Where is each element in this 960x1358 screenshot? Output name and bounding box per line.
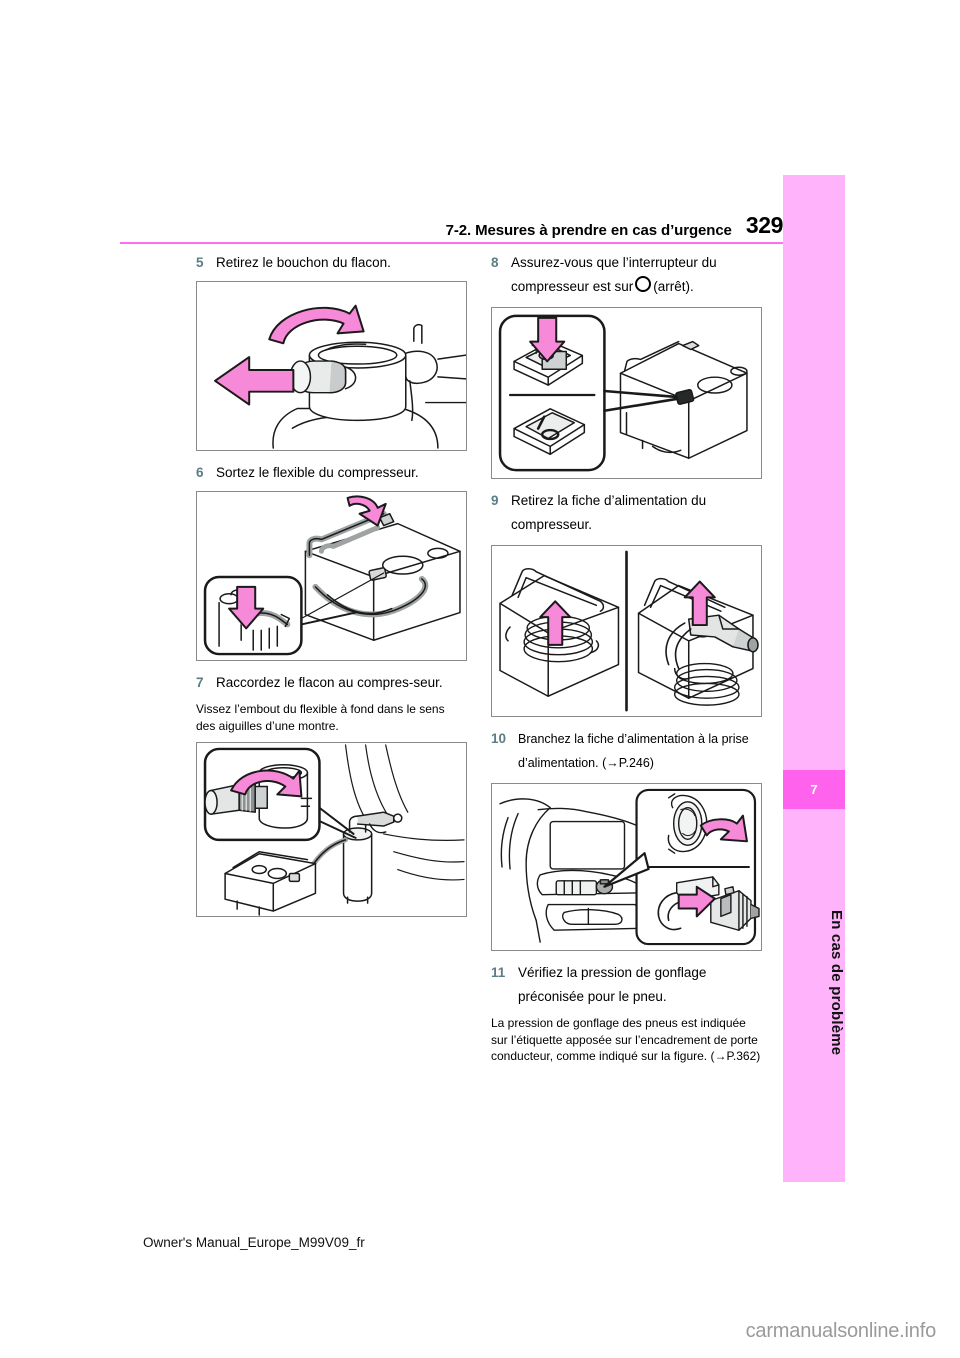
screw-rotate-arrow-icon [230, 769, 303, 798]
step-text: Vérifiez la pression de gonflage préconi… [518, 965, 707, 1004]
step-number: 11 [491, 965, 506, 980]
step-text: Branchez la fiche d’alimentation à la pr… [518, 732, 749, 770]
chapter-tab: 7 [783, 770, 845, 809]
section-title: 7-2. Mesures à prendre en cas d’urgence [445, 222, 732, 239]
figure-bottle-to-compressor-connection [196, 742, 467, 917]
step-6: 6 Sortez le flexible du compresseur. [196, 461, 467, 485]
step-5: 5 Retirez le bouchon du flacon. [196, 251, 467, 275]
step-8: 8 Assurez-vous que l’interrupteur du com… [491, 251, 762, 299]
chapter-number: 7 [810, 782, 818, 797]
figure-bottle-cap-removal [196, 281, 467, 451]
right-column: 8 Assurez-vous que l’interrupteur du com… [491, 251, 762, 1073]
power-plug-illustration [499, 550, 759, 712]
pull-up-arrow-left-icon [539, 600, 572, 646]
step-text: Retirez le bouchon du flacon. [216, 255, 391, 270]
figure-compressor-hose-removal [196, 491, 467, 661]
step-7: 7 Raccordez le flacon au compres-seur. [196, 671, 467, 695]
chapter-label: En cas de problème [828, 910, 845, 1056]
header-rule [120, 242, 783, 244]
step-10: 10 Branchez la fiche d’alimentation à la… [491, 727, 762, 775]
pull-up-arrow-right-icon [683, 580, 716, 627]
power-outlet-illustration [499, 788, 760, 946]
bottle-connection-illustration [203, 744, 465, 916]
step-text: Assurez-vous que l’interrupteur du compr… [508, 251, 762, 299]
page-number: 329 [745, 212, 784, 238]
footer-document-id: Owner's Manual_Europe_M99V09_fr [143, 1235, 365, 1250]
compressor-switch-illustration [498, 314, 748, 472]
page-header: 7-2. Mesures à prendre en cas d’urgence … [120, 209, 784, 239]
step-number: 6 [196, 465, 204, 480]
power-off-circle-icon [635, 276, 652, 292]
bottle-cap-illustration [214, 304, 466, 449]
step-11-note: La pression de gonflage des pneus est in… [491, 1016, 761, 1063]
figure-compressor-switch-off [491, 307, 762, 479]
press-down-arrow-icon [228, 585, 265, 630]
step-8-text-after: (arrêt). [653, 279, 694, 294]
step-number: 10 [491, 731, 507, 746]
rotate-arrow-icon [268, 304, 365, 345]
step-number: 7 [196, 675, 204, 690]
step-9: 9 Retirez la fiche d’alimentation du com… [491, 489, 762, 537]
left-column: 5 Retirez le bouchon du flacon. [196, 251, 467, 927]
insert-plug-arrow-icon [677, 885, 716, 918]
step-number: 5 [196, 255, 204, 270]
step-8-text-before: Assurez-vous que l’interrupteur du compr… [511, 255, 717, 294]
step-number: 8 [491, 255, 499, 270]
compressor-hose-illustration [203, 495, 461, 656]
figure-power-outlet-connection [491, 783, 762, 951]
chapter-thumb-index-bar [783, 175, 845, 1182]
open-cap-arrow-icon [699, 814, 748, 843]
step-number: 9 [491, 493, 499, 508]
watermark: carmanualsonline.info [745, 1320, 937, 1342]
pull-arrow-icon [214, 356, 295, 406]
step-7-note: Vissez l’embout du flexible à fond dans … [196, 702, 445, 733]
step-text: Retirez la fiche d’alimentation du compr… [511, 493, 707, 532]
figure-power-plug-removal [491, 545, 762, 717]
step-11: 11 Vérifiez la pression de gonflage préc… [491, 961, 762, 1009]
press-switch-arrow-icon [529, 316, 566, 363]
step-text: Raccordez le flacon au compres-seur. [216, 675, 443, 690]
step-text: Sortez le flexible du compresseur. [216, 465, 419, 480]
lift-arrow-icon [346, 495, 387, 527]
